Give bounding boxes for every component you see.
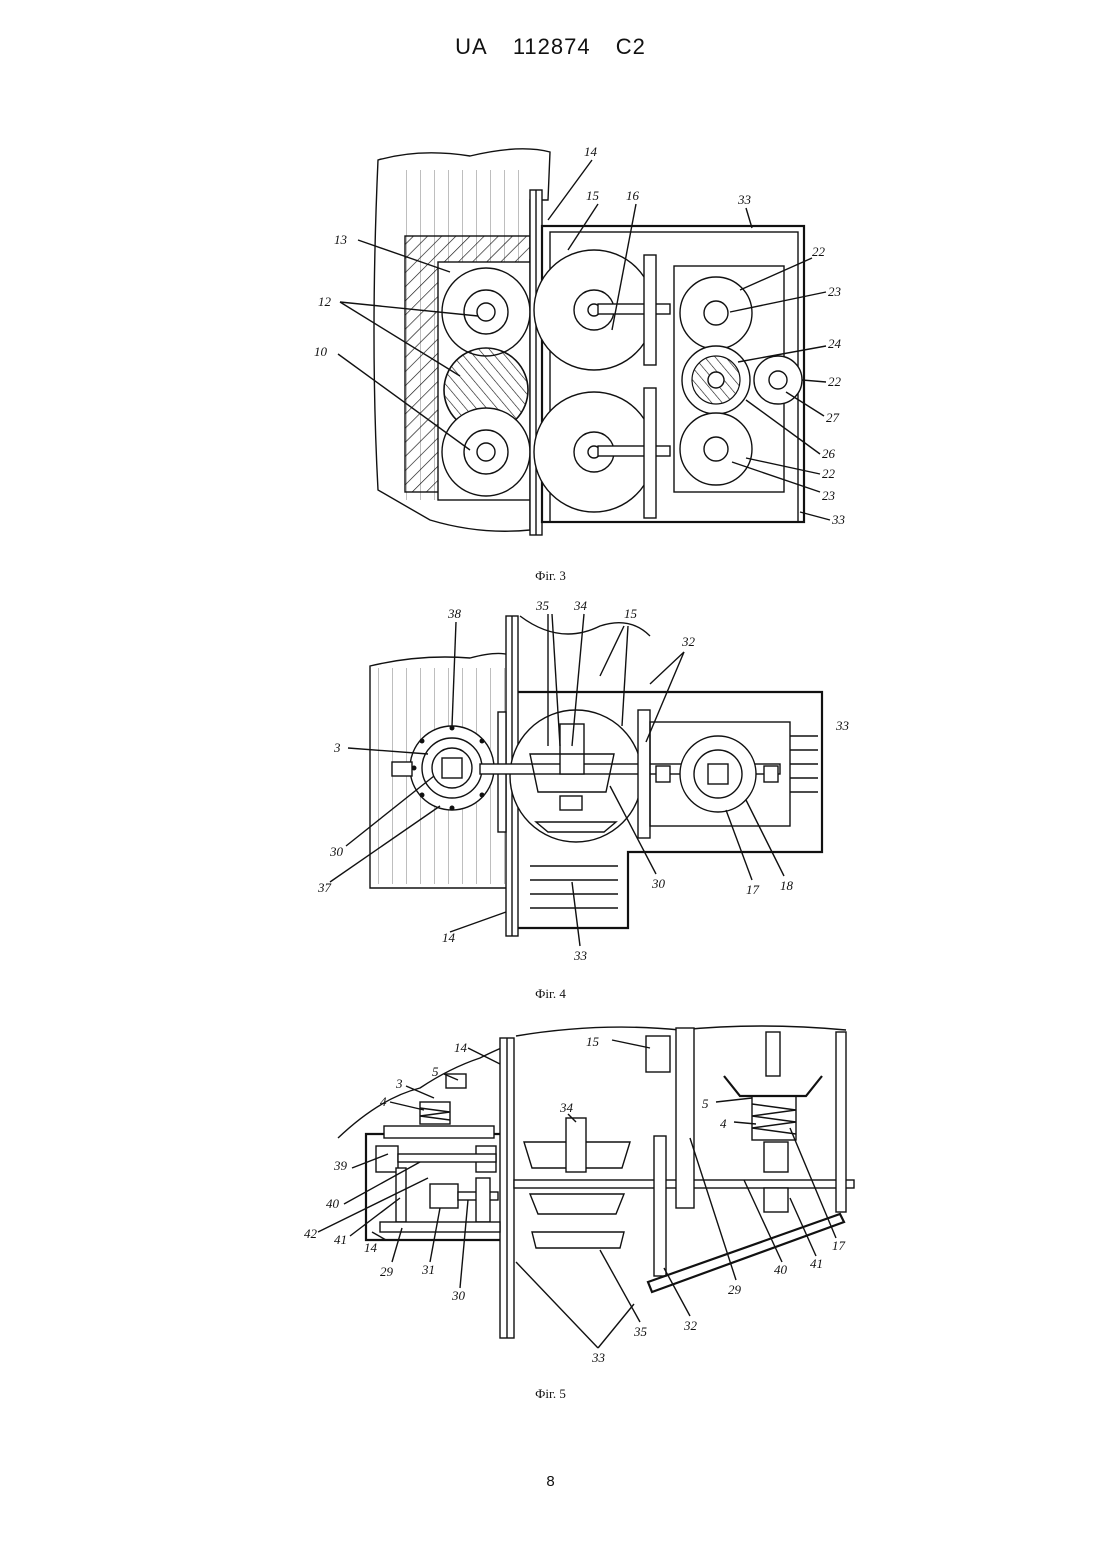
figure-3-drawing: 14 15 16 33 22 23 24 22 27 26 22 23 33 1…	[0, 140, 1101, 540]
wheel-22-upper	[680, 277, 752, 349]
shaft-vertical-upper	[644, 255, 656, 365]
roller-upper	[442, 268, 530, 356]
label-10: 10	[314, 344, 328, 359]
label-42: 42	[304, 1226, 318, 1241]
label-33-bottom: 33	[831, 512, 846, 527]
block-15	[646, 1036, 670, 1072]
label-33-top: 33	[737, 192, 752, 207]
label-32: 32	[683, 1318, 698, 1333]
label-27: 27	[826, 410, 840, 425]
label-14: 14	[584, 144, 598, 159]
label-22-c: 22	[822, 466, 836, 481]
part-17	[764, 1188, 788, 1212]
label-22-a: 22	[812, 244, 826, 259]
figure-4-drawing: 38 35 34 15 32 33 3 30 37 30 17 18 14 33	[0, 596, 1101, 976]
label-35: 35	[535, 598, 550, 613]
shaft-vertical-lower	[644, 388, 656, 518]
label-33-right: 33	[835, 718, 850, 733]
figure-4-caption: Фіг. 4	[0, 986, 1101, 1002]
label-16: 16	[626, 188, 640, 203]
label-12: 12	[318, 294, 332, 309]
label-41-right: 41	[810, 1256, 823, 1271]
patent-number: 112874	[513, 34, 591, 59]
label-5-left: 5	[432, 1064, 439, 1079]
cutter-34	[566, 1118, 586, 1172]
label-29-left: 29	[380, 1264, 394, 1279]
patent-country: UA	[455, 34, 488, 59]
label-31: 31	[421, 1262, 435, 1277]
label-17: 17	[832, 1238, 846, 1253]
label-4-left: 4	[380, 1094, 387, 1109]
label-23-a: 23	[828, 284, 842, 299]
post-29	[676, 1028, 694, 1208]
label-35: 35	[633, 1324, 648, 1339]
patent-header: UA 112874 C2	[0, 34, 1101, 60]
cutter-34	[560, 724, 584, 774]
figure-5-drawing: 15 14 5 3 4 34 5 4 39 40 42 41 14 29 31 …	[0, 1018, 1101, 1368]
label-22-b: 22	[828, 374, 842, 389]
figure-3-caption: Фіг. 3	[0, 568, 1101, 584]
label-26: 26	[822, 446, 836, 461]
label-34: 34	[559, 1100, 574, 1115]
wheel-22-lower	[680, 413, 752, 485]
label-32: 32	[681, 634, 696, 649]
figure-5: 15 14 5 3 4 34 5 4 39 40 42 41 14 29 31 …	[0, 1018, 1101, 1368]
label-38: 38	[447, 606, 462, 621]
label-15: 15	[586, 188, 600, 203]
label-18: 18	[780, 878, 794, 893]
label-37: 37	[317, 880, 332, 895]
label-3: 3	[395, 1076, 403, 1091]
belt-32	[638, 710, 650, 838]
label-14-top: 14	[454, 1040, 468, 1055]
part-31	[430, 1184, 458, 1208]
label-33: 33	[591, 1350, 606, 1365]
label-30-left: 30	[329, 844, 344, 859]
label-17: 17	[746, 882, 760, 897]
figure-5-caption: Фіг. 5	[0, 1386, 1101, 1402]
label-34: 34	[573, 598, 588, 613]
label-15: 15	[624, 606, 638, 621]
label-30-right: 30	[651, 876, 666, 891]
label-30: 30	[451, 1288, 466, 1303]
label-41-left: 41	[334, 1232, 347, 1247]
label-3: 3	[333, 740, 341, 755]
label-39: 39	[333, 1158, 348, 1173]
label-40-left: 40	[326, 1196, 340, 1211]
figure-4: 38 35 34 15 32 33 3 30 37 30 17 18 14 33	[0, 596, 1101, 976]
label-5-right: 5	[702, 1096, 709, 1111]
label-15: 15	[586, 1034, 600, 1049]
roller-lower	[442, 408, 530, 496]
label-24: 24	[828, 336, 842, 351]
patent-kind: C2	[616, 34, 646, 59]
label-40-right: 40	[774, 1262, 788, 1277]
label-23-b: 23	[822, 488, 836, 503]
belt-32	[654, 1136, 666, 1276]
label-29-right: 29	[728, 1282, 742, 1297]
page-number: 8	[0, 1473, 1101, 1490]
label-33-bottom: 33	[573, 948, 588, 963]
label-14-bottom: 14	[364, 1240, 378, 1255]
part-35	[532, 1232, 624, 1248]
label-13: 13	[334, 232, 348, 247]
label-14: 14	[442, 930, 456, 945]
label-4-right: 4	[720, 1116, 727, 1131]
figure-3: 14 15 16 33 22 23 24 22 27 26 22 23 33 1…	[0, 140, 1101, 540]
